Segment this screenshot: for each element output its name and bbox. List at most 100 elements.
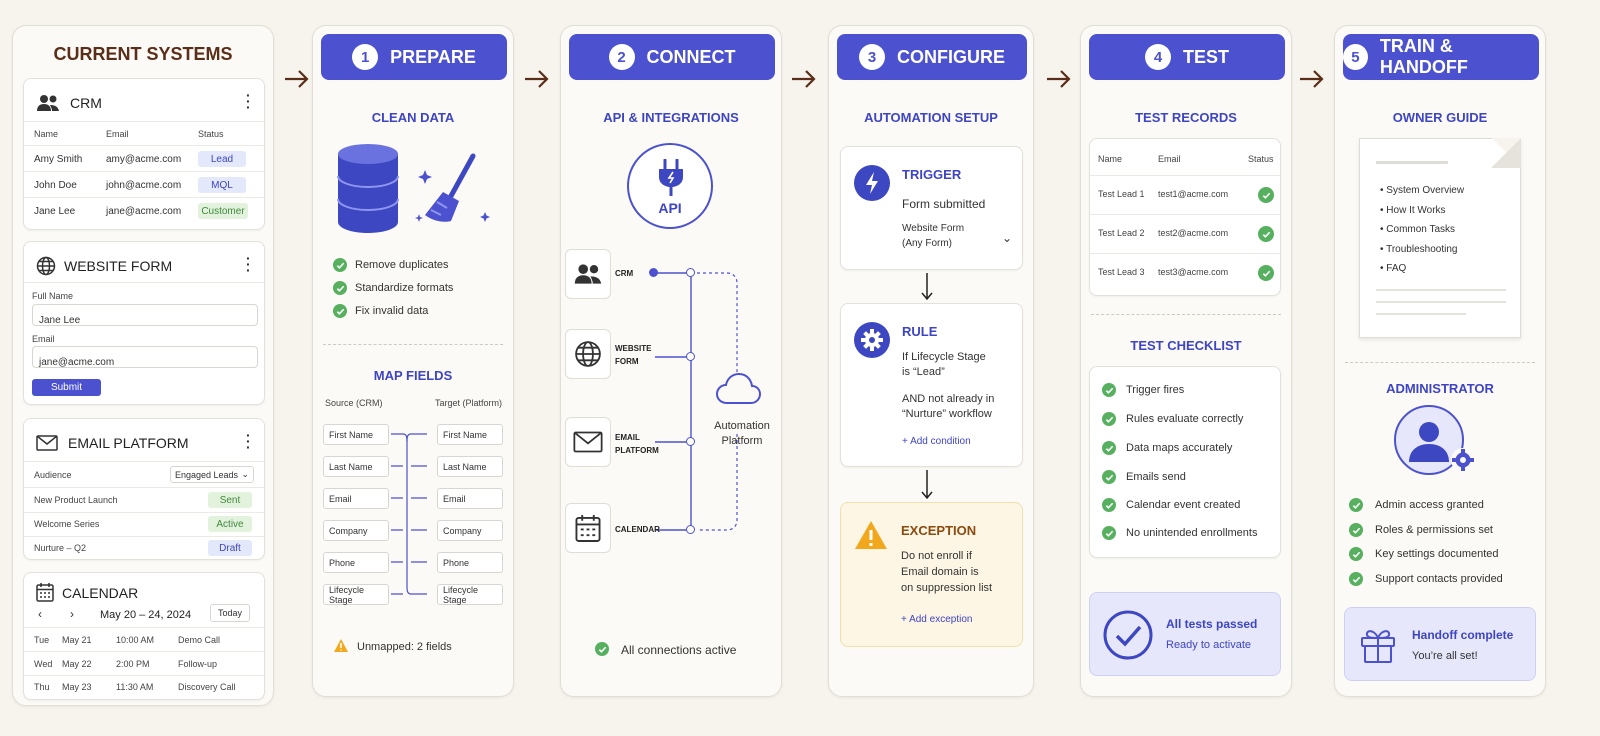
handoff-complete-subtitle: You’re all set! (1412, 650, 1478, 662)
event-day: Wed (34, 659, 53, 669)
step-title: CONFIGURE (897, 46, 1005, 67)
clean-item: Remove duplicates (355, 259, 449, 271)
check-icon (1102, 498, 1116, 512)
source-field[interactable]: First Name (323, 424, 389, 445)
audience-select[interactable]: Engaged Leads⌄ (170, 466, 254, 483)
full-name-field[interactable]: Jane Lee (32, 304, 258, 326)
event-title: Demo Call (178, 635, 221, 645)
test-checklist-title: TEST CHECKLIST (1130, 338, 1242, 353)
flow-arrow-icon (1047, 70, 1071, 88)
rule-line: is “Lead” (902, 366, 945, 378)
lightning-icon (854, 165, 890, 201)
target-field[interactable]: Email (437, 488, 503, 509)
campaign-name: Welcome Series (34, 519, 100, 529)
submit-button[interactable]: Submit (32, 379, 101, 396)
event-title: Discovery Call (178, 682, 236, 692)
guide-item: • Troubleshooting (1380, 243, 1458, 255)
test-records-table: Name Email Status Test Lead 1 test1@acme… (1089, 138, 1281, 296)
doc-line (1376, 301, 1506, 303)
administrator-title: ADMINISTRATOR (1386, 381, 1494, 396)
api-label: API (658, 200, 682, 216)
target-field[interactable]: Lifecycle Stage (437, 584, 503, 605)
add-exception-link[interactable]: + Add exception (901, 614, 973, 625)
check-icon (333, 281, 347, 295)
check-icon (1102, 441, 1116, 455)
source-field[interactable]: Company (323, 520, 389, 541)
system-label: EMAIL PLATFORM (615, 433, 659, 455)
people-icon (37, 95, 59, 111)
cell-name: Jane Lee (34, 206, 76, 217)
target-field[interactable]: First Name (437, 424, 503, 445)
prev-icon[interactable]: ‹ (38, 607, 42, 621)
trigger-card[interactable]: TRIGGER Form submitted Website Form(Any … (840, 146, 1023, 270)
more-icon[interactable]: ··· (246, 87, 251, 115)
guide-item: • FAQ (1380, 263, 1407, 274)
checklist-item: Rules evaluate correctly (1126, 413, 1244, 425)
more-icon[interactable]: ··· (246, 427, 251, 455)
step-number: 1 (352, 44, 379, 70)
exception-title: EXCEPTION (901, 523, 977, 538)
guide-item-text: Troubleshooting (1386, 243, 1458, 255)
cell-name: Amy Smith (34, 154, 83, 165)
check-icon (1349, 572, 1363, 586)
test-records-title: TEST RECORDS (1135, 110, 1237, 125)
admin-item: Admin access granted (1375, 499, 1484, 511)
warning-icon (855, 521, 887, 549)
email-field[interactable]: jane@acme.com (32, 346, 258, 368)
rule-line: “Nurture” workflow (902, 408, 992, 420)
status-badge: Sent (208, 492, 252, 508)
cell-email: amy@acme.com (106, 154, 182, 165)
source-label: Source (CRM) (325, 398, 383, 408)
target-field[interactable]: Last Name (437, 456, 503, 477)
exception-line: Email domain is (901, 566, 979, 578)
step-number: 4 (1144, 44, 1171, 70)
more-icon[interactable]: ··· (246, 250, 251, 278)
guide-list: • System Overview • How It Works • Commo… (1380, 181, 1464, 279)
check-icon (1102, 412, 1116, 426)
owner-guide-document[interactable]: • System Overview • How It Works • Commo… (1359, 138, 1521, 338)
clean-data-title: CLEAN DATA (371, 110, 455, 125)
website-form-title: WEBSITE FORM (64, 258, 173, 274)
event-time: 10:00 AM (116, 635, 155, 645)
check-icon (1349, 547, 1363, 561)
today-button[interactable]: Today (210, 604, 250, 622)
broom-icon (415, 153, 490, 222)
globe-icon (36, 256, 56, 276)
full-name-value: Jane Lee (39, 315, 81, 326)
source-field[interactable]: Email (323, 488, 389, 509)
gear-icon (854, 322, 890, 358)
email-platform-card: EMAIL PLATFORM ··· Audience Engaged Lead… (23, 418, 265, 560)
add-condition-link[interactable]: + Add condition (902, 436, 971, 447)
current-systems-panel: CURRENT SYSTEMS CRM ··· Name Email Statu… (12, 25, 274, 706)
platform-line: Platform (721, 435, 763, 447)
envelope-icon (36, 435, 58, 451)
api-integrations-title: API & INTEGRATIONS (603, 110, 739, 125)
next-icon[interactable]: › (70, 607, 74, 621)
flow-arrow-icon (285, 70, 309, 88)
source-field[interactable]: Lifecycle Stage (323, 584, 389, 605)
email-platform-title: EMAIL PLATFORM (68, 435, 189, 451)
check-icon (1258, 265, 1274, 281)
trigger-select[interactable]: Website Form(Any Form)⌄ (902, 221, 1014, 255)
connection-node (686, 352, 695, 361)
source-field[interactable]: Last Name (323, 456, 389, 477)
target-field[interactable]: Phone (437, 552, 503, 573)
source-field[interactable]: Phone (323, 552, 389, 573)
trigger-text: Form submitted (902, 197, 986, 211)
flow-arrow-icon (1300, 70, 1324, 88)
check-icon (1102, 526, 1116, 540)
divider (1091, 314, 1281, 315)
check-icon (595, 642, 609, 656)
chevron-down-icon: ⌄ (1001, 231, 1012, 245)
target-field[interactable]: Company (437, 520, 503, 541)
guide-item: • How It Works (1380, 204, 1446, 216)
